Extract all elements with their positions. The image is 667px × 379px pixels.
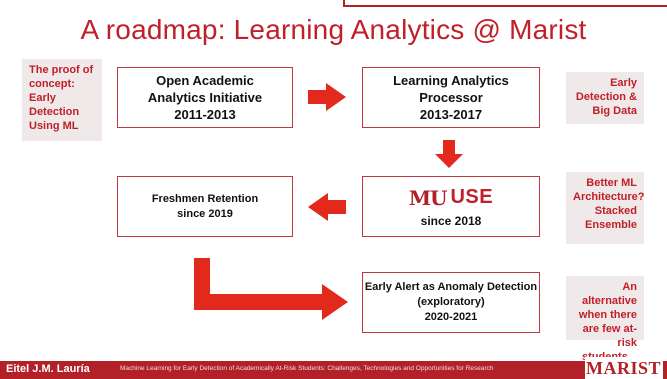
note-line: Early (29, 92, 56, 104)
muse-logo-text: USE (450, 186, 494, 208)
arrow-down-icon (435, 140, 463, 168)
muse-box: MU USE since 2018 (362, 176, 540, 237)
freshmen-line-1: Freshmen Retention (151, 192, 259, 205)
note-line: concept: (29, 78, 75, 90)
lap-line-3: 2013-2017 (419, 107, 483, 122)
note-line: Stacked (594, 205, 637, 217)
note-line: Using ML (29, 120, 79, 132)
muse-logo: MU USE (409, 186, 493, 210)
muse-logo-glyph: MU (408, 185, 448, 210)
footer-bar: Eitel J.M. Lauría Machine Learning for E… (0, 357, 667, 379)
note-line: Detection (29, 106, 80, 118)
slide-title: A roadmap: Learning Analytics @ Marist (80, 14, 587, 45)
elbow-arrow-icon (194, 258, 348, 320)
early-alert-box: Early Alert as Anomaly Detection (explor… (362, 272, 540, 333)
note-line: Big Data (592, 105, 637, 117)
footer-author: Eitel J.M. Lauría (6, 363, 90, 375)
oaai-line-2: Analytics Initiative (147, 90, 263, 105)
note-line: are few at-risk (582, 323, 637, 349)
note-better-ml: Better ML Architecture? Stacked Ensemble (566, 172, 645, 244)
note-line: Early (610, 77, 637, 89)
note-line: Better ML (586, 177, 637, 189)
oaai-line-3: 2011-2013 (174, 107, 236, 122)
early-alert-line-1: Early Alert as Anomaly Detection (364, 281, 538, 293)
early-alert-line-3: 2020-2021 (424, 311, 478, 323)
note-line: Detection & (575, 91, 637, 103)
lap-line-2: Processor (419, 90, 483, 105)
note-line: Architecture? (573, 191, 645, 203)
note-line: when there (578, 309, 637, 321)
oaai-box: Open Academic Analytics Initiative 2011-… (117, 67, 293, 128)
note-line: The proof of (29, 64, 94, 76)
note-big-data: Early Detection & Big Data (566, 72, 644, 124)
lap-box: Learning Analytics Processor 2013-2017 (362, 67, 540, 128)
freshmen-line-2: since 2019 (177, 207, 233, 220)
early-alert-line-2: (exploratory) (417, 296, 485, 308)
note-proof-of-concept: The proof of concept: Early Detection Us… (22, 59, 102, 141)
top-accent-bar (343, 0, 667, 7)
freshmen-retention-box: Freshmen Retention since 2019 (117, 176, 293, 237)
oaai-line-1: Open Academic (156, 73, 254, 88)
footer-caption: Machine Learning for Early Detection of … (120, 365, 494, 372)
note-line: An alternative (581, 281, 637, 307)
note-line: Ensemble (585, 219, 637, 231)
marist-logo: MARIST (585, 357, 663, 379)
lap-line-1: Learning Analytics (393, 73, 509, 88)
arrow-left-icon (308, 193, 346, 221)
muse-since: since 2018 (420, 213, 482, 228)
arrow-right-icon (308, 83, 346, 111)
